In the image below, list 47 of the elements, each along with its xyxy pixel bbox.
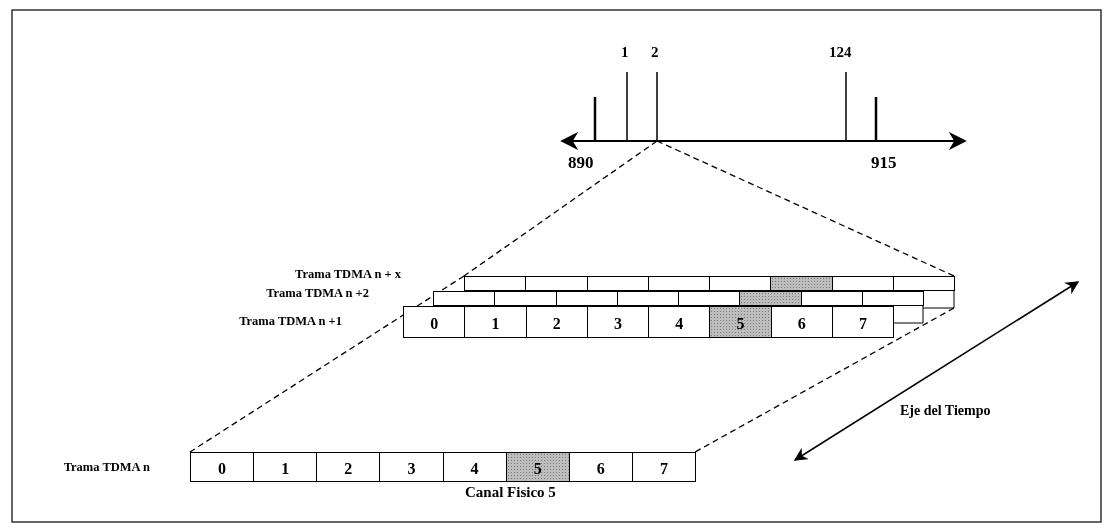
time-slot <box>616 291 679 306</box>
projection-line <box>189 275 465 453</box>
time-slot: 2 <box>525 306 588 338</box>
time-slot: 4 <box>648 306 711 338</box>
time-slot <box>525 276 588 291</box>
time-slot <box>739 291 802 306</box>
frame-label: Trama TDMA n +2 <box>266 286 369 301</box>
time-slot: 7 <box>831 306 894 338</box>
time-slot <box>861 291 924 306</box>
axis-label: Eje del Tiempo <box>900 403 991 419</box>
frame-label: Trama TDMA n +1 <box>239 314 342 329</box>
time-slot <box>770 276 833 291</box>
frequency-value: 890 <box>568 153 594 173</box>
time-slot: 1 <box>253 452 318 482</box>
projection-line <box>656 140 955 277</box>
time-slot <box>586 276 649 291</box>
time-slot <box>464 276 527 291</box>
time-slot: 5 <box>709 306 772 338</box>
time-slot <box>831 276 894 291</box>
time-slot: 4 <box>442 452 507 482</box>
time-slot: 6 <box>568 452 633 482</box>
time-slot: 0 <box>403 306 466 338</box>
frequency-value: 915 <box>871 153 897 173</box>
time-slot <box>678 291 741 306</box>
time-slot <box>555 291 618 306</box>
time-slot <box>800 291 863 306</box>
time-slot <box>647 276 710 291</box>
time-slot: 3 <box>379 452 444 482</box>
time-slot <box>709 276 772 291</box>
time-slot: 7 <box>631 452 696 482</box>
time-slot <box>892 276 955 291</box>
axis-tick-label: 124 <box>829 44 852 61</box>
time-slot <box>494 291 557 306</box>
time-slot: 5 <box>505 452 570 482</box>
axis-tick-label: 1 <box>621 44 629 61</box>
caption: Canal Fisico 5 <box>465 484 556 501</box>
time-slot <box>433 291 496 306</box>
time-slot: 1 <box>464 306 527 338</box>
projection-line <box>463 140 658 277</box>
frame-label: Trama TDMA n + x <box>295 267 401 282</box>
time-slot: 0 <box>190 452 255 482</box>
frame-label: Trama TDMA n <box>63 460 150 475</box>
projection-line <box>694 307 955 453</box>
time-slot: 6 <box>770 306 833 338</box>
axis-tick-label: 2 <box>651 44 659 61</box>
time-slot: 3 <box>586 306 649 338</box>
time-slot: 2 <box>316 452 381 482</box>
